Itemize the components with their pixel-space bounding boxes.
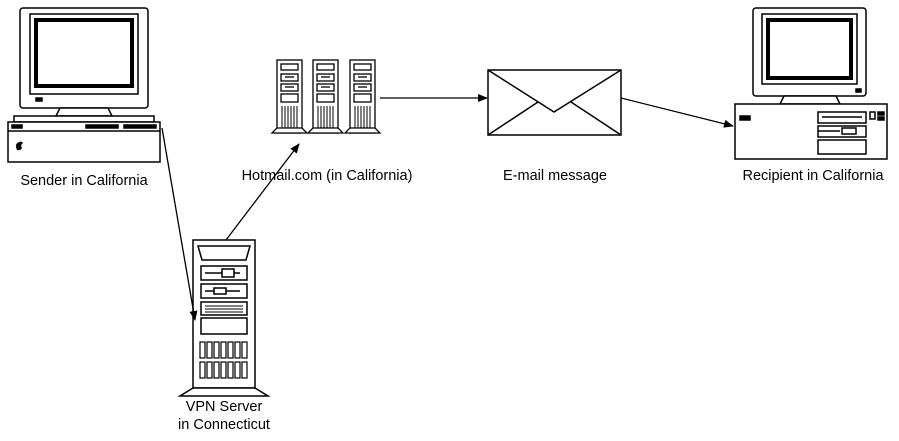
email-envelope-icon — [487, 69, 622, 136]
arrow-vpn-to-hotmail — [225, 143, 300, 241]
sender-label: Sender in California — [20, 173, 148, 189]
hotmail-servers-icon — [270, 59, 382, 134]
vpn-label-line1: VPN Server — [186, 399, 263, 415]
vpn-server-icon — [177, 239, 271, 397]
recipient-computer-icon — [734, 7, 888, 160]
sender-computer-icon — [7, 7, 161, 163]
flow-arrows — [161, 94, 734, 321]
arrow-sender-to-vpn — [161, 127, 198, 321]
hotmail-label: Hotmail.com (in California) — [242, 168, 413, 184]
recipient-label: Recipient in California — [742, 168, 884, 184]
arrow-email-to-recipient — [620, 97, 734, 128]
vpn-label-line2: in Connecticut — [178, 417, 270, 433]
email-label: E-mail message — [503, 168, 607, 184]
